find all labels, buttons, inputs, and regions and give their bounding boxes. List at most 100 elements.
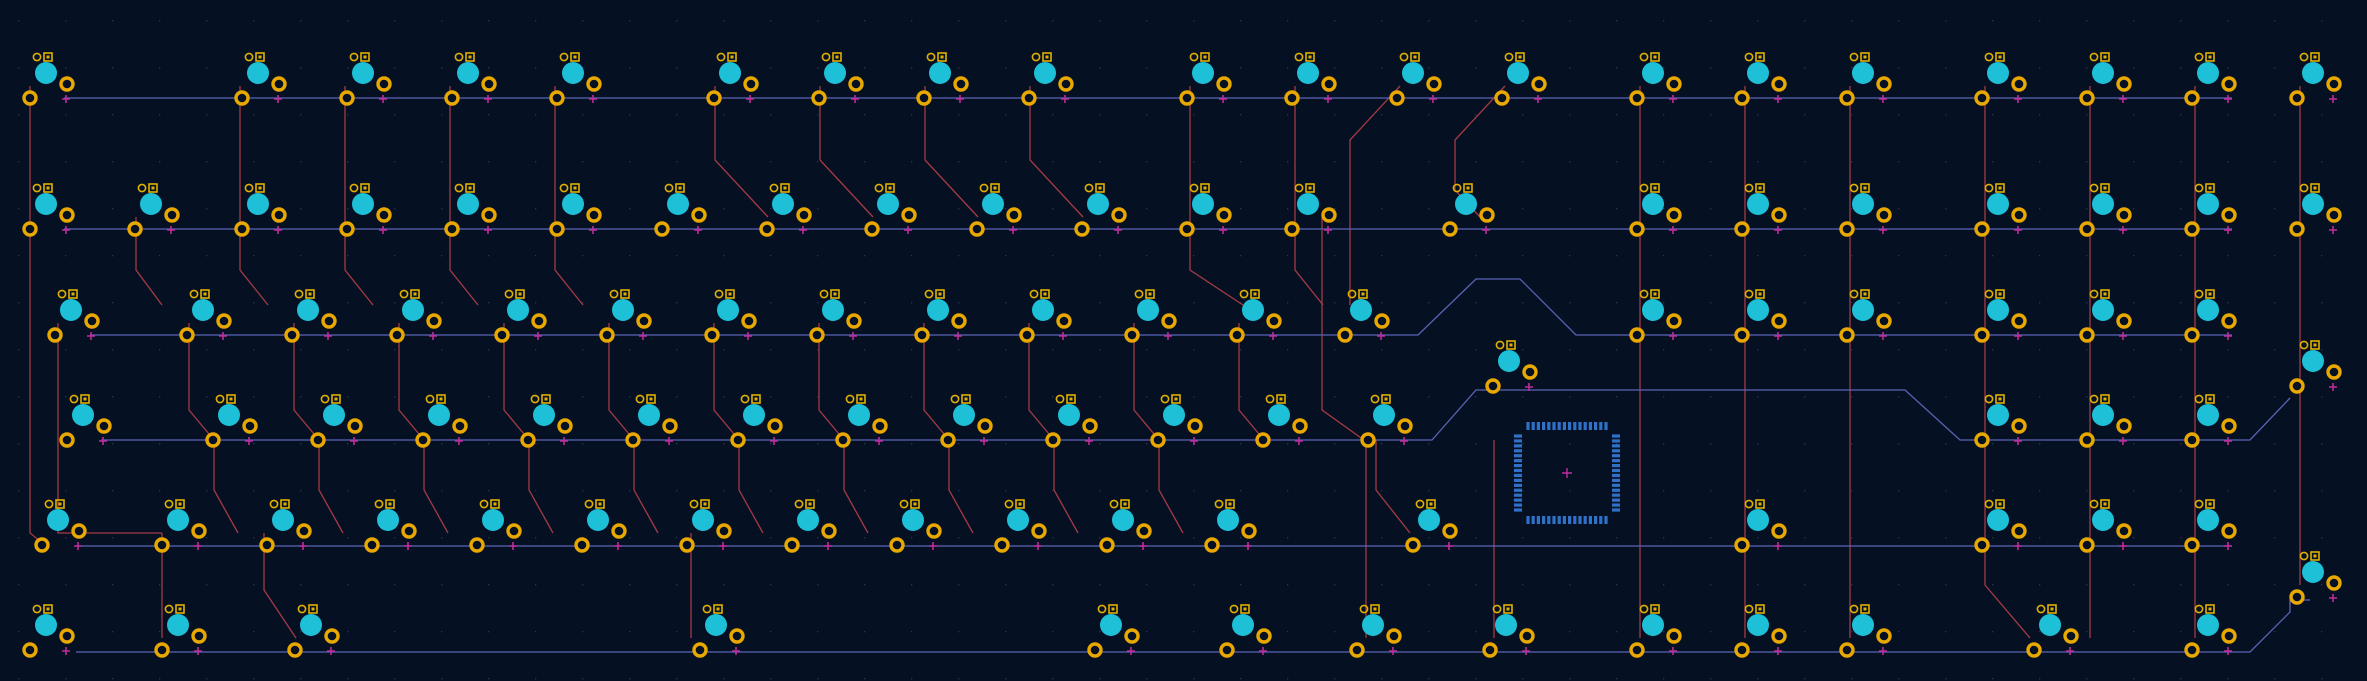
grid-dot [65, 114, 67, 116]
square-pad-core [2208, 502, 2212, 506]
grid-dot [253, 678, 255, 680]
column-trace [923, 323, 950, 441]
grid-dot [1851, 67, 1853, 69]
square-pad-core [1253, 292, 1257, 296]
mcu-pin [1612, 498, 1620, 502]
diode-cross-icon [1269, 332, 1277, 340]
through-hole-pad-icon [914, 327, 930, 343]
square-pad-icon [436, 394, 446, 404]
grid-dot [1193, 302, 1195, 304]
grid-dot [1428, 490, 1430, 492]
grid-dot [2274, 67, 2276, 69]
grid-dot [394, 349, 396, 351]
through-hole-pad-icon [426, 313, 442, 329]
grid-dot [1005, 67, 1007, 69]
diode-cross-icon [1114, 226, 1122, 234]
grid-dot [1804, 490, 1806, 492]
grid-dot [1898, 67, 1900, 69]
grid-dot [1334, 678, 1336, 680]
grid-dot [253, 490, 255, 492]
grid-dot [441, 20, 443, 22]
mcu-pin [1552, 422, 1556, 430]
grid-dot [958, 114, 960, 116]
square-pad-core [71, 292, 75, 296]
grid-dot [159, 67, 161, 69]
grid-dot [2180, 631, 2182, 633]
through-hole-pad-icon [2326, 76, 2342, 92]
grid-dot [253, 255, 255, 257]
diode-marker-icon [1294, 183, 1304, 193]
grid-dot [1428, 349, 1430, 351]
grid-dot [911, 20, 913, 22]
through-hole-pad-icon [1479, 207, 1495, 223]
square-pad-icon [360, 52, 370, 62]
diode-cross-icon [2329, 383, 2337, 391]
grid-dot [65, 537, 67, 539]
diode-marker-icon [874, 183, 884, 193]
grid-dot [1757, 255, 1759, 257]
grid-dot [2039, 20, 2041, 22]
square-pad-core [754, 397, 758, 401]
grid-dot [441, 302, 443, 304]
through-hole-pad-icon [1839, 221, 1855, 237]
diode-marker-icon [1984, 289, 1994, 299]
grid-dot [18, 302, 20, 304]
square-pad-icon [1095, 183, 1105, 193]
through-hole-pad-icon [1876, 207, 1892, 223]
diode-cross-icon [1879, 226, 1887, 234]
switch-pin-icon [1747, 299, 1769, 321]
switch-footprint [1229, 289, 1282, 343]
through-hole-pad-icon [796, 207, 812, 223]
grid-dot [2086, 584, 2088, 586]
grid-dot [1240, 396, 1242, 398]
grid-dot [1898, 255, 1900, 257]
through-hole-pad-icon [506, 523, 522, 539]
square-pad-core [1279, 397, 1283, 401]
diode-marker-icon [349, 52, 359, 62]
square-pad-icon [1066, 394, 1076, 404]
through-hole-pad-icon [662, 418, 678, 434]
grid-dot [2274, 208, 2276, 210]
square-pad-core [1018, 502, 1022, 506]
grid-dots [18, 20, 2323, 680]
through-hole-pad-icon [1771, 313, 1787, 329]
grid-dot [2321, 631, 2323, 633]
diode-cross-icon [1219, 95, 1227, 103]
square-pad-core [716, 607, 720, 611]
grid-dot [864, 584, 866, 586]
grid-dot [1945, 161, 1947, 163]
grid-dot [1005, 114, 1007, 116]
through-hole-pad-icon [872, 418, 888, 434]
grid-dot [488, 302, 490, 304]
switch-footprint [1337, 289, 1390, 343]
switch-footprint [444, 183, 497, 237]
grid-dot [676, 255, 678, 257]
grid-dot [958, 349, 960, 351]
column-trace [1189, 86, 1244, 306]
square-pad-icon [961, 394, 971, 404]
diode-cross-icon [956, 95, 964, 103]
switch-footprint [364, 499, 417, 553]
grid-dot [112, 678, 114, 680]
grid-dot [1334, 443, 1336, 445]
grid-dot [1898, 208, 1900, 210]
through-hole-pad-icon [324, 628, 340, 644]
grid-dot [2227, 490, 2229, 492]
square-pad-icon [280, 499, 290, 509]
diode-marker-icon [1849, 289, 1859, 299]
grid-dot [911, 631, 913, 633]
mcu-pin [1536, 422, 1540, 430]
grid-dot [1663, 537, 1665, 539]
square-pad-icon [1755, 289, 1765, 299]
switch-footprint [2079, 394, 2132, 448]
mcu-pin [1612, 508, 1620, 512]
grid-dot [2086, 255, 2088, 257]
through-hole-pad-icon [321, 313, 337, 329]
square-pad-icon [2100, 289, 2110, 299]
grid-dot [347, 114, 349, 116]
switch-footprint [415, 394, 468, 448]
square-pad-icon [1995, 183, 2005, 193]
through-hole-pad-icon [586, 207, 602, 223]
grid-dot [676, 490, 678, 492]
